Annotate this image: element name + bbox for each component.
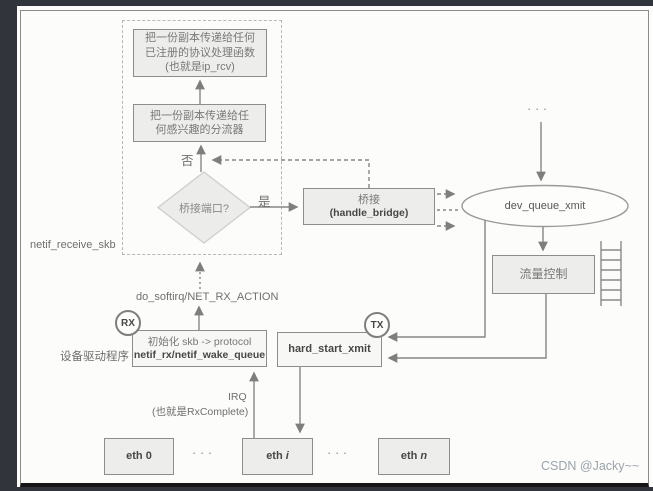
handle-bridge-box: 桥接 (handle_bridge) (303, 188, 435, 225)
box-text: eth i (266, 450, 289, 463)
rx-badge: RX (115, 310, 141, 336)
traffic-control-box: 流量控制 (492, 255, 595, 294)
netif-receive-skb-region (122, 20, 282, 255)
ellipsis-top: · · · (527, 101, 548, 116)
box-text: eth 0 (126, 450, 152, 462)
box-text: 把一份副本传递给任 (150, 109, 249, 122)
do-softirq-label: do_softirq/NET_RX_ACTION (136, 291, 279, 303)
box-text: netif_rx/netif_wake_queue (133, 348, 266, 361)
box-text: 已注册的协议处理函数 (145, 46, 255, 59)
eth-label-var: n (420, 450, 428, 462)
dev-queue-xmit-label: dev_queue_xmit (504, 200, 586, 212)
irq-sub-label: (也就是RxComplete) (152, 406, 249, 418)
no-label: 否 (181, 154, 194, 168)
tx-badge: TX (364, 312, 390, 338)
page-border (20, 10, 649, 487)
box-text: 何感兴趣的分流器 (155, 124, 244, 136)
box-text: 桥接 (358, 193, 380, 206)
box-text: (也就是ip_rcv) (165, 61, 235, 74)
eth-n-box: eth n (378, 438, 450, 475)
eth-label-prefix: eth (400, 450, 421, 462)
box-text: (handle_bridge) (329, 207, 409, 220)
box-text: hard_start_xmit (288, 343, 371, 355)
csdn-watermark: CSDN @Jacky~~ (541, 459, 640, 473)
netif-rx-box: 初始化 skb -> protocol netif_rx/netif_wake_… (132, 330, 267, 367)
netif-receive-skb-label: netif_receive_skb (30, 239, 116, 251)
eth-label-prefix: eth (266, 450, 286, 462)
box-text: 初始化 skb -> protocol (147, 335, 252, 348)
copy-to-taps-box: 把一份副本传递给任 何感兴趣的分流器 (133, 104, 266, 142)
irq-label: IRQ (228, 391, 247, 403)
box-text: 把一份副本传递给任何 (145, 32, 255, 45)
ellipsis-eth-left: · · · (192, 445, 213, 460)
box-text: 流量控制 (519, 267, 568, 282)
box-text: eth n (401, 450, 427, 463)
copy-to-protocol-box: 把一份副本传递给任何 已注册的协议处理函数 (也就是ip_rcv) (133, 29, 267, 77)
bridge-port-question: 桥接端口? (178, 203, 230, 215)
hard-start-xmit-box: hard_start_xmit (277, 332, 382, 367)
yes-label: 是 (258, 195, 271, 209)
eth0-box: eth 0 (104, 438, 174, 475)
device-driver-label: 设备驱动程序 (60, 351, 129, 363)
eth-i-box: eth i (242, 438, 313, 475)
ellipsis-eth-right: · · · (327, 445, 348, 460)
eth-label-var: i (285, 450, 289, 462)
